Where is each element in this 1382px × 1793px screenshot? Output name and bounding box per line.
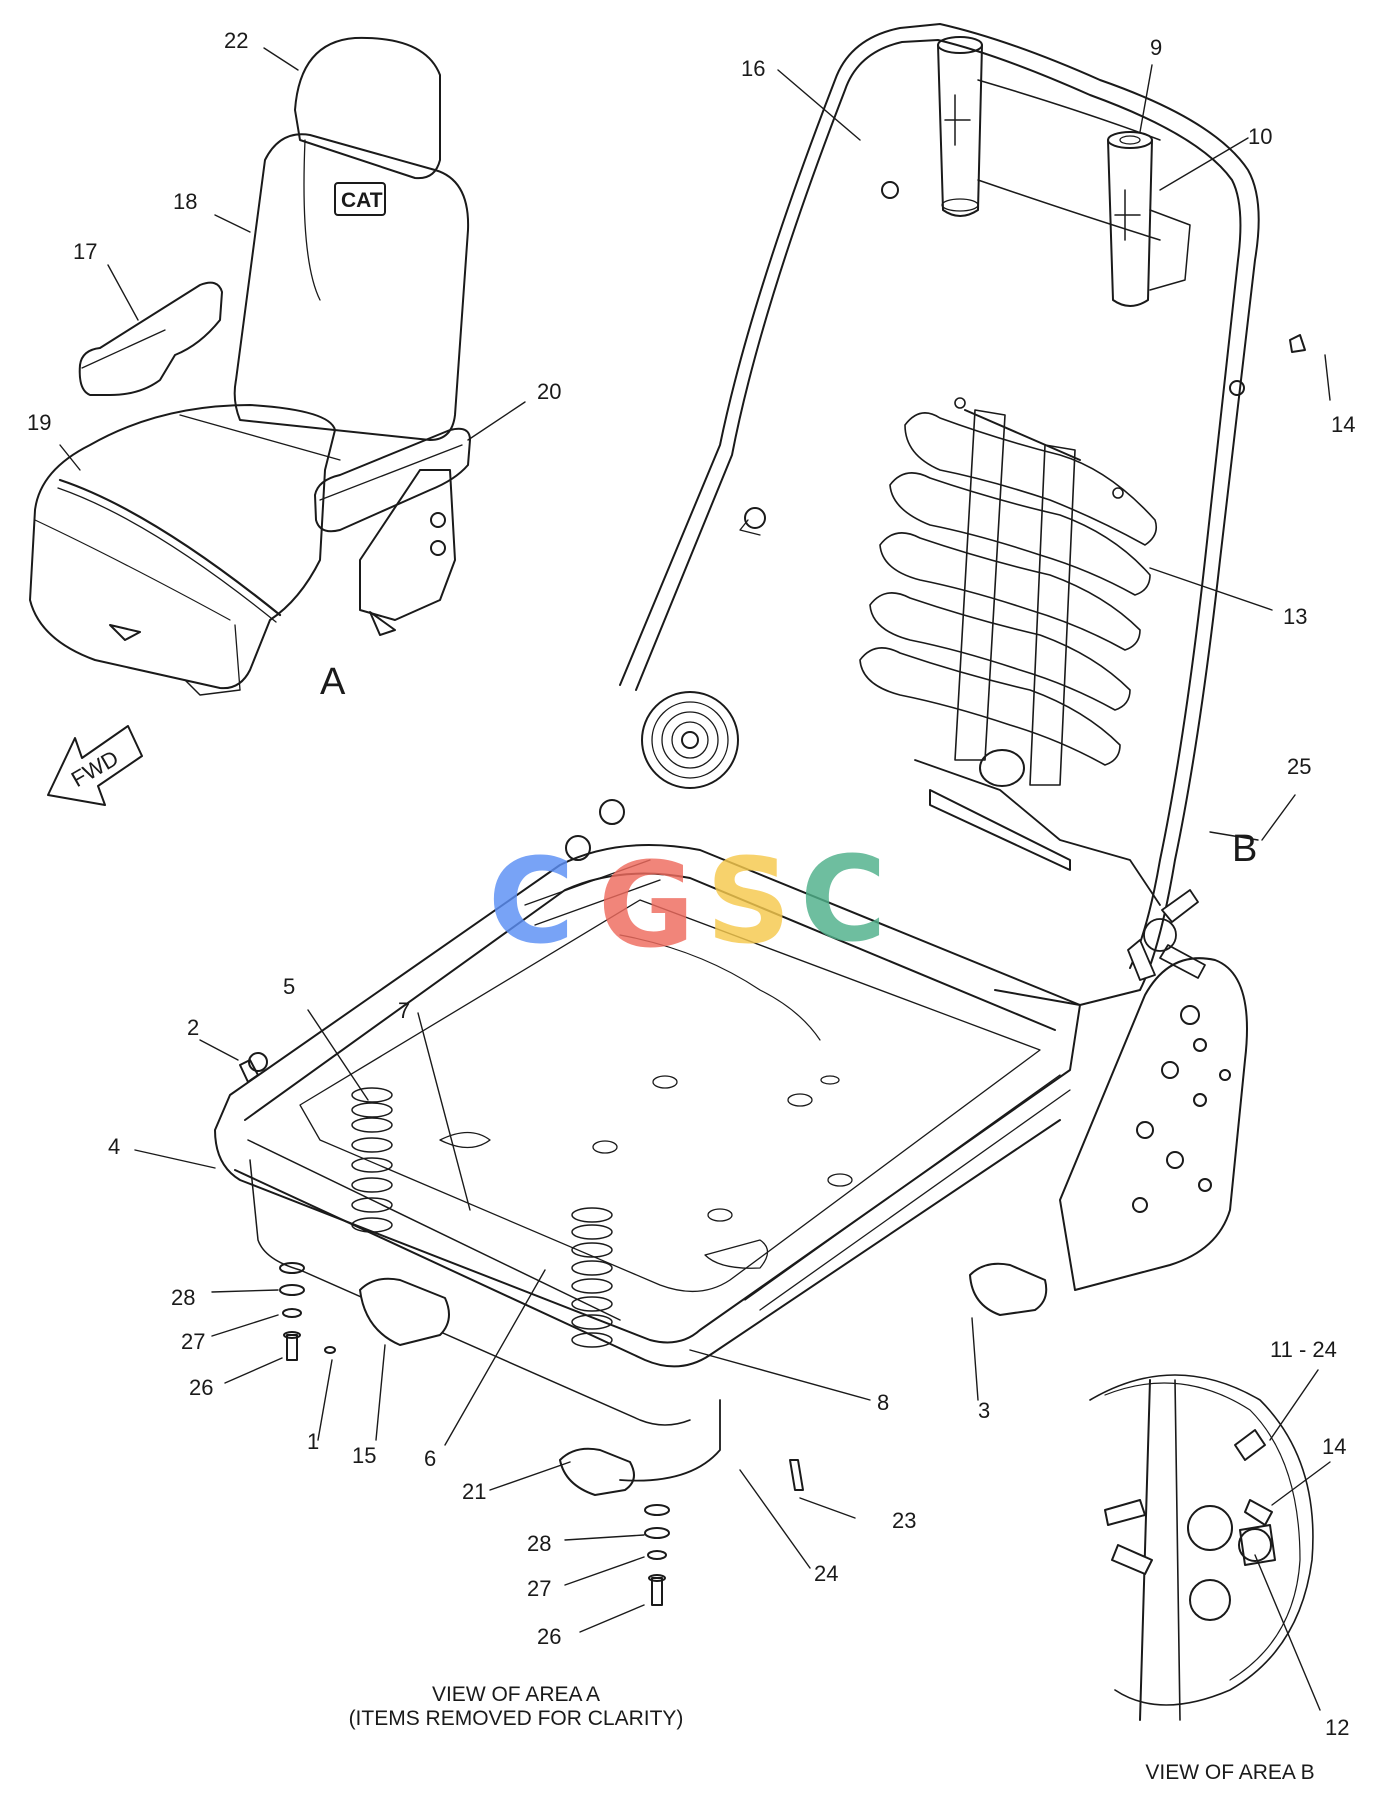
watermark-letter: G — [598, 836, 695, 974]
callout-24: 24 — [814, 1561, 839, 1586]
callout-12: 12 — [1325, 1715, 1350, 1740]
watermark-letter: S — [706, 832, 791, 970]
callout-3: 3 — [978, 1398, 991, 1423]
callout-27-b: 27 — [527, 1576, 552, 1601]
callout-10: 10 — [1248, 124, 1273, 149]
callout-21: 21 — [462, 1479, 487, 1504]
view-a-caption-line1: VIEW OF AREA A — [431, 1683, 601, 1706]
view-b-detail — [1089, 1374, 1314, 1721]
callout-28-b: 28 — [527, 1531, 552, 1556]
callout-27-a: 27 — [181, 1329, 206, 1354]
mount-bolt-stack-left — [279, 1262, 336, 1361]
callout-11-24: 11 - 24 — [1270, 1337, 1337, 1362]
lumbar-support-straps — [859, 397, 1158, 786]
callout-19: 19 — [27, 410, 52, 435]
mount-bolt-stack-right — [644, 1459, 804, 1606]
callout-14-b: 14 — [1322, 1434, 1347, 1459]
area-b-label: B — [1232, 828, 1258, 870]
callout-8: 8 — [877, 1390, 890, 1415]
headrest-post-left — [937, 36, 983, 217]
callout-15: 15 — [352, 1443, 377, 1468]
forward-arrow-icon — [47, 725, 143, 806]
callout-14-top: 14 — [1331, 412, 1356, 437]
callout-6: 6 — [424, 1446, 437, 1471]
callout-18: 18 — [173, 189, 198, 214]
callout-23: 23 — [892, 1508, 917, 1533]
seat-base-frame — [214, 844, 1081, 1606]
callout-17: 17 — [73, 239, 98, 264]
headrest-post-right — [1107, 131, 1153, 307]
callout-25: 25 — [1287, 754, 1312, 779]
callout-16: 16 — [741, 56, 766, 81]
watermark-letter: C — [800, 830, 887, 968]
callout-4: 4 — [108, 1134, 121, 1159]
seat-cat-logo: CAT — [341, 189, 383, 212]
callout-22: 22 — [224, 28, 249, 53]
recline-spring — [641, 691, 739, 789]
watermark-letter: C — [488, 832, 575, 970]
callout-2: 2 — [187, 1015, 200, 1040]
callout-13: 13 — [1283, 604, 1308, 629]
callout-26-b: 26 — [537, 1624, 562, 1649]
callout-1: 1 — [307, 1429, 320, 1454]
suspension-spring-left — [351, 1087, 393, 1233]
seat-back-frame — [565, 23, 1306, 1291]
area-a-label: A — [320, 661, 346, 703]
callout-5: 5 — [283, 974, 296, 999]
callout-28-a: 28 — [171, 1285, 196, 1310]
callout-leaders — [59, 47, 1331, 1711]
view-b-caption: VIEW OF AREA B — [1145, 1761, 1315, 1784]
callout-9: 9 — [1150, 35, 1163, 60]
callout-20: 20 — [537, 379, 562, 404]
view-a-caption-line2: (ITEMS REMOVED FOR CLARITY) — [348, 1707, 684, 1730]
inset-seat-assembly: CAT — [29, 36, 471, 696]
suspension-spring-right — [571, 1207, 613, 1348]
callout-26-a: 26 — [189, 1375, 214, 1400]
callout-7: 7 — [398, 998, 411, 1023]
